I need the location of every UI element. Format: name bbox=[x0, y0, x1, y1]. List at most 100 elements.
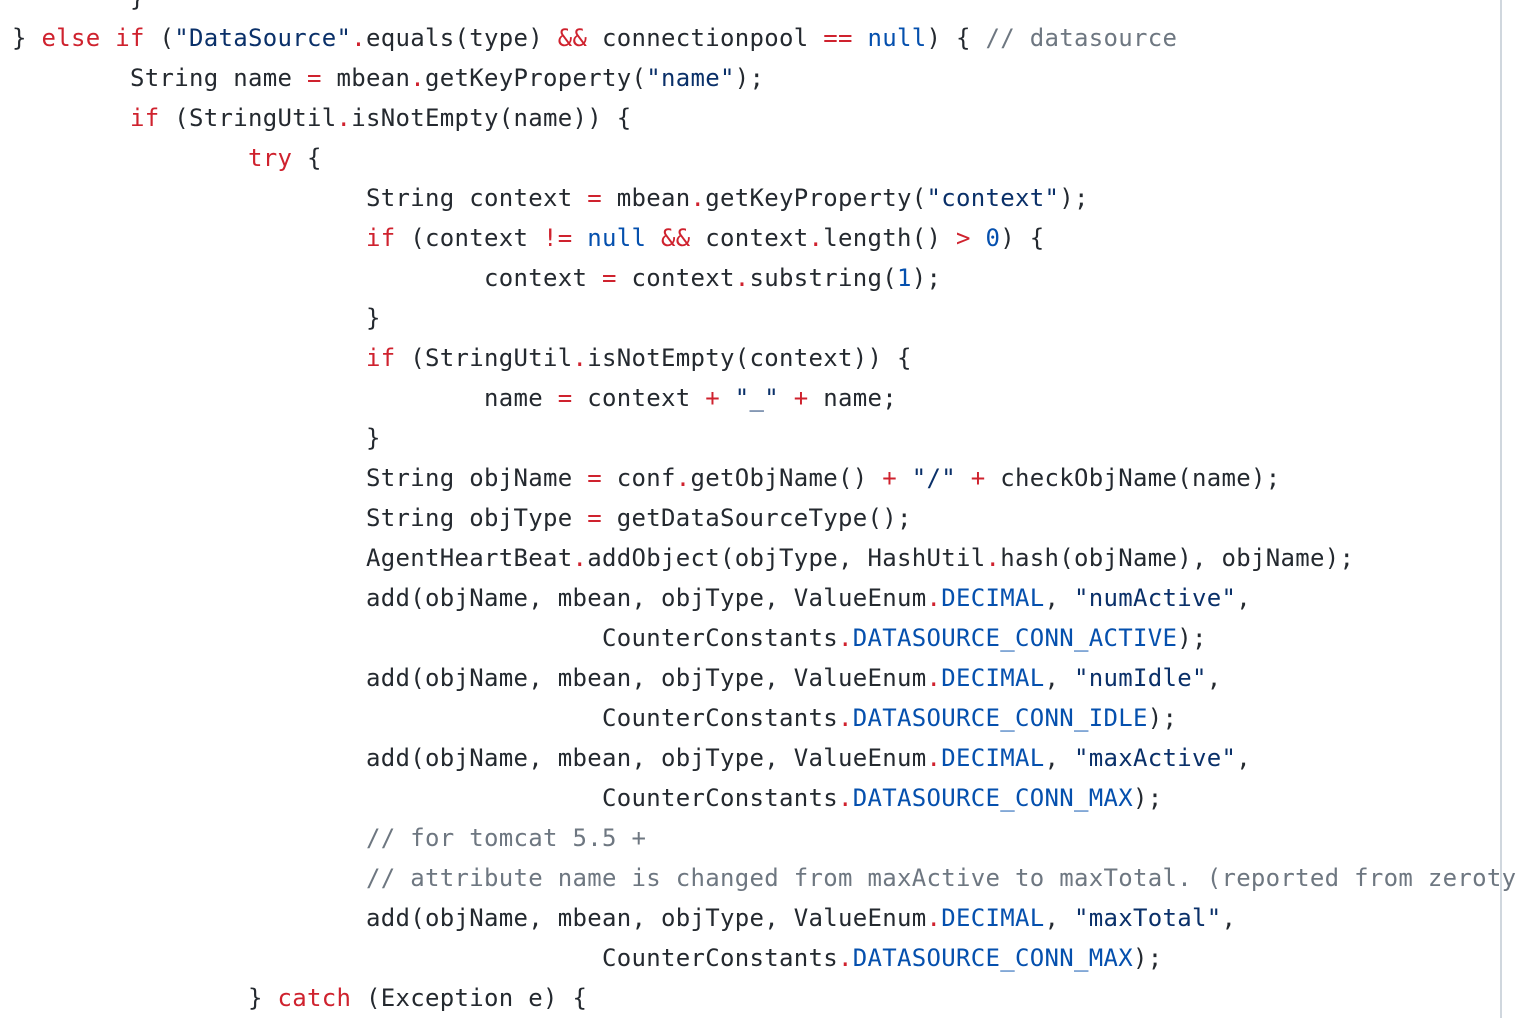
code-token: } bbox=[12, 304, 381, 332]
code-token: . bbox=[572, 544, 588, 572]
code-token: add(objName, mbean, objType, ValueEnum bbox=[12, 904, 927, 932]
code-line: CounterConstants.DATASOURCE_CONN_ACTIVE)… bbox=[12, 618, 1516, 658]
code-token bbox=[12, 144, 248, 172]
code-token: , bbox=[1236, 744, 1251, 772]
code-token: ) { bbox=[1000, 224, 1045, 252]
code-token: DATASOURCE_CONN_MAX bbox=[852, 784, 1133, 812]
code-token: mbean bbox=[601, 184, 691, 212]
code-line: } catch (Exception e) { bbox=[12, 978, 1516, 1018]
code-token: length() bbox=[823, 224, 956, 252]
code-token: if bbox=[365, 344, 396, 372]
code-token bbox=[897, 464, 912, 492]
code-token bbox=[646, 224, 661, 252]
code-token: String objName bbox=[12, 464, 588, 492]
code-line: String objType = getDataSourceType(); bbox=[12, 498, 1516, 538]
code-token: , bbox=[1044, 744, 1074, 772]
code-token: (context bbox=[395, 224, 543, 252]
code-token: } bbox=[12, 424, 381, 452]
code-token: // datasource bbox=[985, 24, 1178, 52]
code-token: . bbox=[926, 744, 942, 772]
code-token: context bbox=[616, 264, 735, 292]
code-token: , bbox=[1044, 664, 1074, 692]
code-token: "_" bbox=[734, 384, 779, 412]
code-token: context bbox=[12, 264, 602, 292]
code-token: + bbox=[970, 464, 986, 492]
code-token: ); bbox=[911, 264, 942, 292]
code-line: if (StringUtil.isNotEmpty(context)) { bbox=[12, 338, 1516, 378]
code-token: DECIMAL bbox=[941, 744, 1045, 772]
code-token: substring( bbox=[749, 264, 897, 292]
code-token: . bbox=[690, 184, 706, 212]
code-token: . bbox=[808, 224, 824, 252]
code-token: String objType bbox=[12, 504, 588, 532]
code-token: . bbox=[336, 104, 352, 132]
code-token: = bbox=[306, 64, 322, 92]
code-token: . bbox=[926, 664, 942, 692]
code-token: . bbox=[926, 584, 942, 612]
code-token bbox=[12, 864, 366, 892]
code-line: name = context + "_" + name; bbox=[12, 378, 1516, 418]
code-token: == bbox=[823, 24, 853, 52]
code-line: add(objName, mbean, objType, ValueEnum.D… bbox=[12, 578, 1516, 618]
code-line: if (StringUtil.isNotEmpty(name)) { bbox=[12, 98, 1516, 138]
code-token: getDataSourceType(); bbox=[601, 504, 912, 532]
code-line: AgentHeartBeat.addObject(objType, HashUt… bbox=[12, 538, 1516, 578]
code-line: } else if ("DataSource".equals(type) && … bbox=[12, 18, 1516, 58]
code-token: conf bbox=[601, 464, 676, 492]
code-token: ); bbox=[1147, 704, 1178, 732]
code-token: ); bbox=[734, 64, 765, 92]
code-token bbox=[956, 464, 971, 492]
code-token: 0 bbox=[985, 224, 1001, 252]
code-token: "maxActive" bbox=[1073, 744, 1237, 772]
code-block[interactable]: }} else if ("DataSource".equals(type) &&… bbox=[12, 0, 1516, 1018]
code-token: + bbox=[705, 384, 720, 412]
code-token: ); bbox=[1132, 944, 1163, 972]
code-token: ( bbox=[144, 24, 175, 52]
code-line: String objName = conf.getObjName() + "/"… bbox=[12, 458, 1516, 498]
code-token: "/" bbox=[911, 464, 956, 492]
code-token: mbean bbox=[321, 64, 411, 92]
code-token: ); bbox=[1177, 624, 1207, 652]
code-line: context = context.substring(1); bbox=[12, 258, 1516, 298]
code-token: != bbox=[542, 224, 573, 252]
code-token: . bbox=[837, 624, 853, 652]
code-token: (StringUtil bbox=[395, 344, 573, 372]
code-token: null bbox=[587, 224, 647, 252]
code-token: CounterConstants bbox=[12, 944, 838, 972]
code-token: ); bbox=[1059, 184, 1089, 212]
code-token: DECIMAL bbox=[941, 904, 1045, 932]
code-token: "maxTotal" bbox=[1073, 904, 1222, 932]
code-token: DECIMAL bbox=[941, 664, 1045, 692]
code-token: , bbox=[1221, 904, 1237, 932]
code-token: { bbox=[292, 144, 322, 172]
code-token: } bbox=[12, 24, 42, 52]
code-token: } bbox=[12, 984, 278, 1012]
code-token: . bbox=[572, 344, 588, 372]
code-token bbox=[12, 104, 130, 132]
code-token bbox=[971, 224, 986, 252]
code-token: add(objName, mbean, objType, ValueEnum bbox=[12, 744, 927, 772]
code-token: ) { bbox=[926, 24, 986, 52]
code-token bbox=[572, 224, 587, 252]
code-line: CounterConstants.DATASOURCE_CONN_MAX); bbox=[12, 778, 1516, 818]
code-token: context bbox=[690, 224, 809, 252]
code-token: . bbox=[675, 464, 691, 492]
code-token: , bbox=[1044, 584, 1074, 612]
code-token: DATASOURCE_CONN_IDLE bbox=[852, 704, 1148, 732]
code-token: "numActive" bbox=[1073, 584, 1237, 612]
code-token: = bbox=[557, 384, 573, 412]
code-token: . bbox=[837, 944, 853, 972]
code-token: isNotEmpty(context)) { bbox=[587, 344, 912, 372]
code-token: checkObjName(name); bbox=[985, 464, 1281, 492]
code-line: CounterConstants.DATASOURCE_CONN_IDLE); bbox=[12, 698, 1516, 738]
code-line: add(objName, mbean, objType, ValueEnum.D… bbox=[12, 898, 1516, 938]
code-token: getKeyProperty( bbox=[705, 184, 927, 212]
code-token: . bbox=[985, 544, 1001, 572]
code-token: if bbox=[115, 24, 145, 52]
code-line: if (context != null && context.length() … bbox=[12, 218, 1516, 258]
code-token: . bbox=[410, 64, 425, 92]
code-token: // attribute name is changed from maxAct… bbox=[365, 864, 1517, 892]
code-token: . bbox=[837, 704, 853, 732]
code-token: , bbox=[1044, 904, 1074, 932]
code-token bbox=[12, 344, 366, 372]
